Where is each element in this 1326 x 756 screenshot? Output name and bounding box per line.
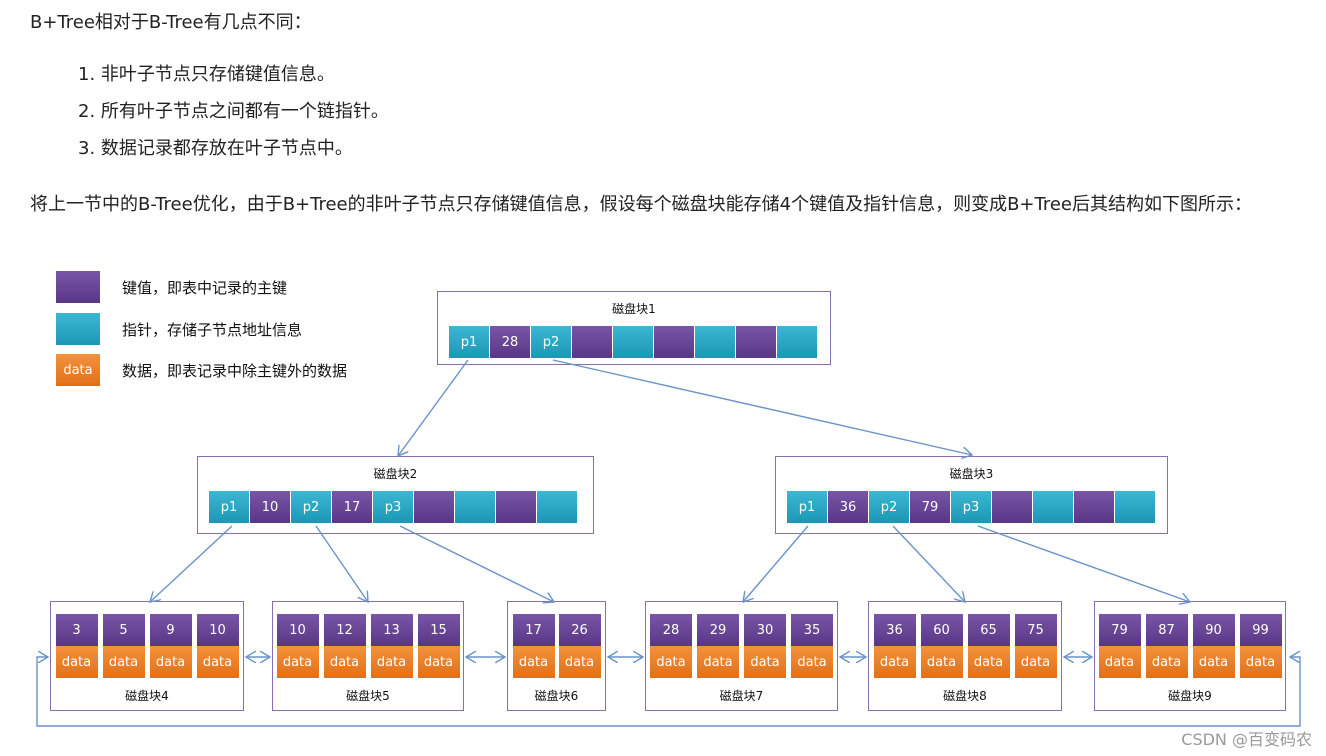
pointer-arrow bbox=[892, 525, 965, 602]
key-cell: 3 bbox=[55, 614, 98, 646]
pointer-arrow bbox=[150, 525, 233, 602]
key-cell: 5 bbox=[102, 614, 145, 646]
pointer-cell bbox=[1033, 491, 1074, 523]
heading: B+Tree相对于B-Tree有几点不同： bbox=[30, 12, 312, 33]
pointer-cell: p3 bbox=[373, 491, 414, 523]
key-cell: 36 bbox=[873, 614, 916, 646]
pointer-cell: p1 bbox=[787, 491, 828, 523]
key-cell: 26 bbox=[558, 614, 601, 646]
list-item: 1. 非叶子节点只存储键值信息。 bbox=[78, 64, 335, 85]
key-cell: 10 bbox=[276, 614, 319, 646]
key-cell: 9 bbox=[149, 614, 192, 646]
key-cell: 10 bbox=[196, 614, 239, 646]
pointer-cell bbox=[613, 326, 654, 358]
key-cell: 79 bbox=[910, 491, 951, 523]
key-cell: 79 bbox=[1098, 614, 1141, 646]
key-cell bbox=[992, 491, 1033, 523]
node-title: 磁盘块7 bbox=[719, 689, 764, 703]
pointer-cell: p2 bbox=[291, 491, 332, 523]
key-cell: 30 bbox=[744, 614, 786, 646]
key-cell bbox=[654, 326, 695, 358]
key-cell: 99 bbox=[1239, 614, 1282, 646]
data-swatch: data bbox=[56, 354, 100, 386]
key-cell bbox=[496, 491, 537, 523]
key-cell: 15 bbox=[417, 614, 460, 646]
key-cell bbox=[414, 491, 455, 523]
node-title: 磁盘块6 bbox=[534, 689, 579, 703]
node-title: 磁盘块8 bbox=[943, 689, 987, 703]
key-cell: 13 bbox=[370, 614, 413, 646]
pointer-cell: p3 bbox=[951, 491, 992, 523]
key-cell: 65 bbox=[967, 614, 1010, 646]
key-cell: 10 bbox=[250, 491, 291, 523]
pointer-cell bbox=[777, 326, 818, 358]
pointer-arrow bbox=[552, 359, 972, 455]
legend-data-label: 数据，即表记录中除主键外的数据 bbox=[122, 361, 348, 380]
node-title: 磁盘块2 bbox=[373, 467, 418, 481]
pointer-cell: p2 bbox=[531, 326, 572, 358]
key-cell: 12 bbox=[323, 614, 366, 646]
legend-key: 键值，即表中记录的主键 bbox=[56, 271, 287, 303]
legend-pointer: 指针，存储子节点地址信息 bbox=[56, 313, 302, 345]
key-cell: 35 bbox=[791, 614, 833, 646]
list-item: 2. 所有叶子节点之间都有一个链指针。 bbox=[78, 101, 389, 122]
node-title: 磁盘块4 bbox=[125, 689, 169, 703]
key-cell: 75 bbox=[1014, 614, 1057, 646]
pointer-cell bbox=[455, 491, 496, 523]
key-cell: 17 bbox=[332, 491, 373, 523]
key-cell bbox=[1074, 491, 1115, 523]
paragraph: 将上一节中的B-Tree优化，由于B+Tree的非叶子节点只存储键值信息，假设每… bbox=[30, 194, 1253, 215]
pointer-cell bbox=[695, 326, 736, 358]
node-title: 磁盘块1 bbox=[612, 302, 656, 316]
key-cell: 60 bbox=[920, 614, 963, 646]
key-cell bbox=[572, 326, 613, 358]
key-cell: 36 bbox=[828, 491, 869, 523]
pointer-cell bbox=[537, 491, 578, 523]
legend-pointer-label: 指针，存储子节点地址信息 bbox=[122, 320, 303, 339]
pointer-swatch bbox=[56, 313, 100, 345]
pointer-arrow bbox=[315, 525, 368, 602]
pointer-arrow bbox=[398, 359, 469, 456]
key-swatch bbox=[56, 271, 100, 303]
node-title: 磁盘块9 bbox=[1168, 689, 1212, 703]
key-cell bbox=[736, 326, 777, 358]
leaf-wrap-link-arrow bbox=[36, 657, 1301, 727]
pointer-cell: p1 bbox=[449, 326, 490, 358]
key-cell: 87 bbox=[1145, 614, 1188, 646]
list-item: 3. 数据记录都存放在叶子节点中。 bbox=[78, 138, 353, 159]
pointer-arrow bbox=[743, 525, 809, 602]
key-cell: 28 bbox=[650, 614, 692, 646]
key-cell: 29 bbox=[697, 614, 739, 646]
node-title: 磁盘块5 bbox=[346, 689, 390, 703]
pointer-cell: p2 bbox=[869, 491, 910, 523]
pointer-cell bbox=[1115, 491, 1156, 523]
watermark: CSDN @百变码农 bbox=[1181, 730, 1312, 749]
key-cell: 90 bbox=[1192, 614, 1235, 646]
key-cell: 17 bbox=[512, 614, 555, 646]
legend-key-label: 键值，即表中记录的主键 bbox=[122, 278, 288, 297]
pointer-arrow bbox=[399, 525, 554, 602]
pointer-arrow bbox=[977, 525, 1190, 602]
key-cell: 28 bbox=[490, 326, 531, 358]
pointer-cell: p1 bbox=[209, 491, 250, 523]
legend-data: data 数据，即表记录中除主键外的数据 bbox=[56, 354, 347, 386]
node-title: 磁盘块3 bbox=[949, 467, 994, 481]
difference-list: 1. 非叶子节点只存储键值信息。 2. 所有叶子节点之间都有一个链指针。 3. … bbox=[78, 62, 389, 173]
